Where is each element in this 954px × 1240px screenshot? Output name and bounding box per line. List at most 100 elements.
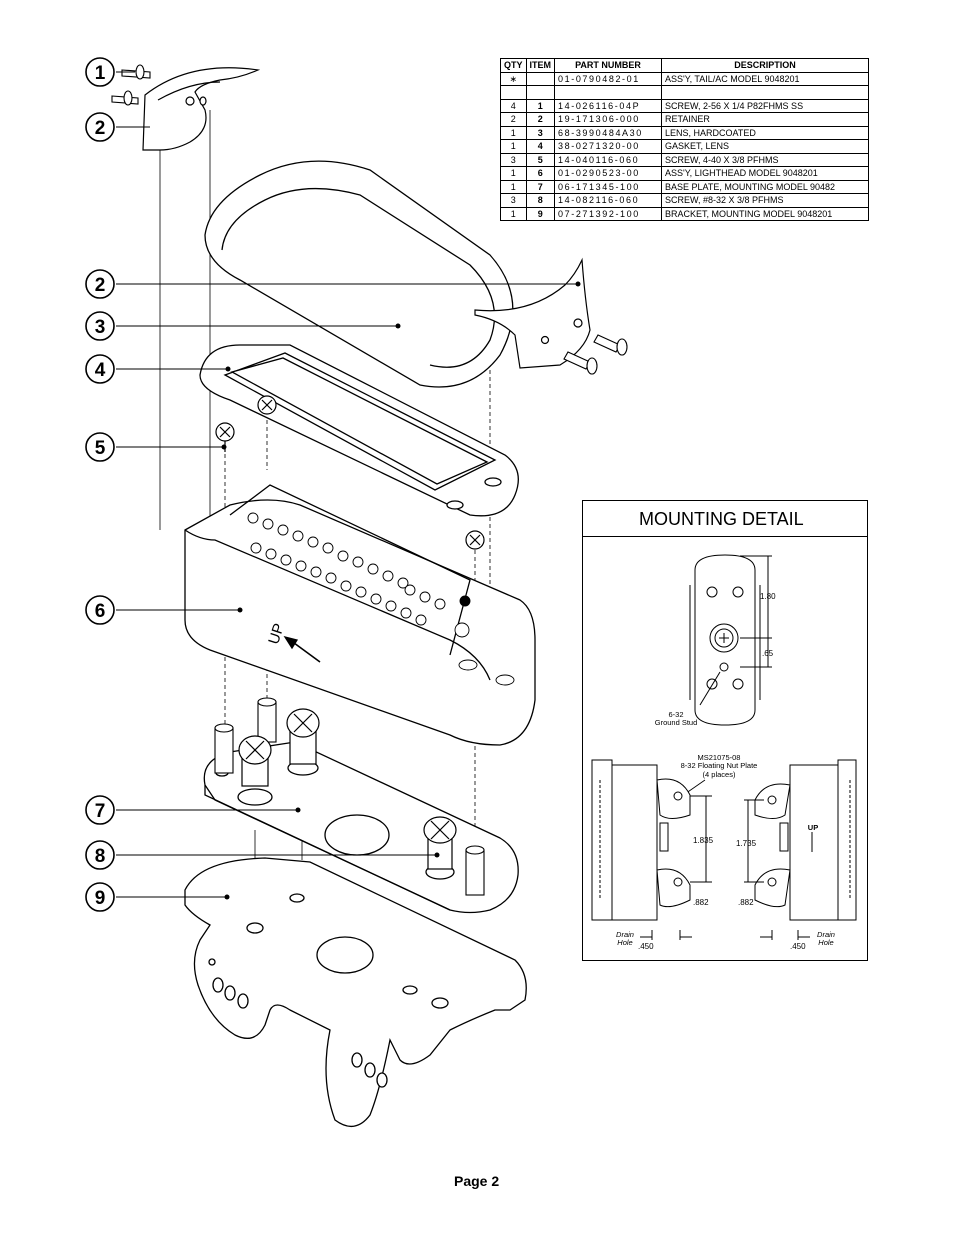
- callout-5: 5: [85, 432, 115, 462]
- cell-item: 7: [525, 179, 556, 194]
- callout-9-label: 9: [95, 888, 106, 909]
- cell-item: 4: [525, 139, 556, 154]
- cell-description: SCREW, #8-32 X 3/8 PFHMS: [661, 193, 869, 208]
- cell-qty: 2: [500, 112, 527, 127]
- drain-hole-left-2: Hole: [617, 938, 632, 947]
- cell-item: 3: [525, 125, 556, 140]
- dim-1-735: 1.735: [736, 839, 757, 848]
- callout-1-label: 1: [95, 63, 106, 84]
- callout-8-label: 8: [95, 846, 106, 867]
- cell-description: BRACKET, MOUNTING MODEL 9048201: [661, 206, 869, 221]
- nut-plate-label-1: MS21075-08: [698, 753, 741, 762]
- cell-qty: 1: [500, 166, 527, 181]
- base-plate-studs: [214, 697, 485, 896]
- cell-qty: [500, 85, 527, 100]
- callout-2a: 2: [85, 112, 115, 142]
- cell-description: BASE PLATE, MOUNTING MODEL 90482: [661, 179, 869, 194]
- cell-description: ASS'Y, TAIL/AC MODEL 9048201: [661, 71, 869, 86]
- cell-part-number: 01-0790482-01: [554, 71, 663, 86]
- callout-4: 4: [85, 354, 115, 384]
- table-row: [500, 85, 869, 100]
- cell-item: [525, 85, 556, 100]
- cell-item: 9: [525, 206, 556, 221]
- drain-hole-right-2: Hole: [818, 938, 833, 947]
- cell-item: 6: [525, 166, 556, 181]
- header-item: ITEM: [525, 58, 556, 73]
- header-part-number: PART NUMBER: [554, 58, 663, 73]
- callout-7: 7: [85, 795, 115, 825]
- drain-hole-right-1: Drain: [817, 930, 835, 939]
- connector-terminals: [247, 512, 515, 686]
- cell-description: GASKET, LENS: [661, 139, 869, 154]
- callout-leaders: [116, 71, 578, 898]
- retainer-screws: [563, 334, 628, 375]
- cell-description: LENS, HARDCOATED: [661, 125, 869, 140]
- parts-list-table: QTY ITEM PART NUMBER DESCRIPTION ∗ 01-079…: [500, 58, 869, 221]
- callout-1: 1: [85, 57, 115, 87]
- dim-1-835: 1.835: [693, 836, 714, 845]
- cell-qty: 1: [500, 206, 527, 221]
- cell-qty: 1: [500, 179, 527, 194]
- mounting-detail-right-view: [744, 759, 857, 940]
- callout-5-label: 5: [95, 438, 106, 459]
- cell-item: 8: [525, 193, 556, 208]
- cell-qty: 1: [500, 125, 527, 140]
- cell-part-number: 07-271392-100: [554, 206, 663, 221]
- lighthead: UP: [184, 484, 536, 746]
- callout-2a-label: 2: [95, 118, 106, 139]
- cell-item: 1: [525, 98, 556, 113]
- cell-qty: 3: [500, 152, 527, 167]
- mounting-detail-title: MOUNTING DETAIL: [583, 501, 867, 537]
- cell-part-number: 19-171306-000: [554, 112, 663, 127]
- screws-item-1: [111, 64, 151, 106]
- dim-left-450: .450: [638, 942, 654, 951]
- cell-part-number: 06-171345-100: [554, 179, 663, 194]
- cell-qty: 1: [500, 139, 527, 154]
- detail-up-label: UP: [808, 823, 818, 832]
- callout-2b: 2: [85, 269, 115, 299]
- leader-dots: [221, 281, 581, 900]
- cell-part-number: 38-0271320-00: [554, 139, 663, 154]
- cell-description: SCREW, 4-40 X 3/8 PFHMS: [661, 152, 869, 167]
- dim-right-450: .450: [790, 942, 806, 951]
- callout-4-label: 4: [95, 360, 106, 381]
- cell-part-number: 01-0290523-00: [554, 166, 663, 181]
- page-number: Page 2: [454, 1173, 500, 1189]
- callout-8: 8: [85, 840, 115, 870]
- cell-qty: ∗: [500, 71, 527, 86]
- dim-065: .65: [762, 649, 774, 658]
- callout-7-label: 7: [95, 801, 106, 822]
- dim-right-882: .882: [738, 898, 754, 907]
- ground-stud-label-2: Ground Stud: [655, 718, 698, 727]
- gasket: [199, 344, 519, 517]
- callout-6-label: 6: [95, 601, 106, 622]
- dim-1-80: 1.80: [760, 592, 776, 601]
- cell-item: 2: [525, 112, 556, 127]
- header-description: DESCRIPTION: [661, 58, 869, 73]
- cell-part-number: 14-026116-04P: [554, 98, 663, 113]
- callout-2b-label: 2: [95, 275, 106, 296]
- cell-description: [661, 85, 869, 100]
- lens: [204, 160, 514, 388]
- ground-stud-label-1: 6-32: [668, 710, 683, 719]
- parts-table-header: QTY ITEM PART NUMBER DESCRIPTION: [500, 58, 869, 73]
- housing-up-label: UP: [265, 621, 288, 646]
- callout-3: 3: [85, 311, 115, 341]
- mounting-detail-panel: MOUNTING DETAIL: [582, 500, 868, 961]
- cell-item: [525, 71, 556, 86]
- cell-part-number: 68-3990484A30: [554, 125, 663, 140]
- mounting-detail-top-view: [689, 554, 772, 726]
- cell-part-number: 14-082116-060: [554, 193, 663, 208]
